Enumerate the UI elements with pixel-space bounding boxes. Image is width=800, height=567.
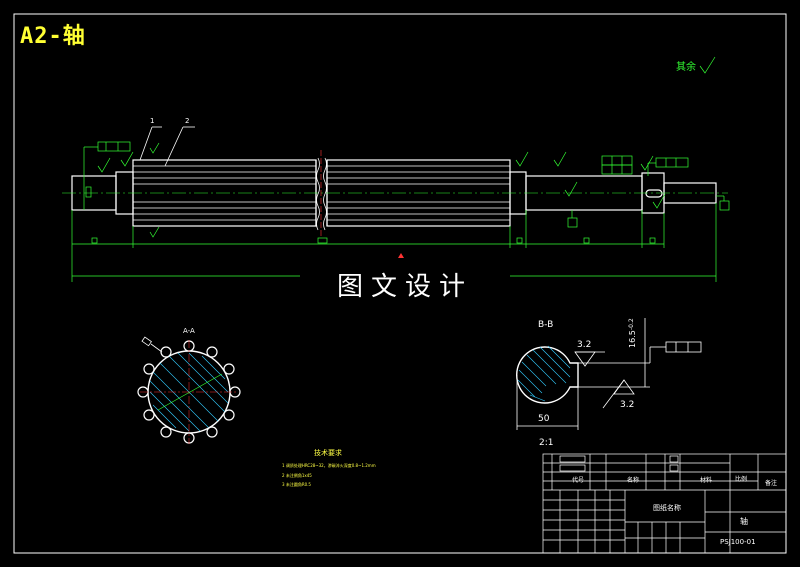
balloon-leaders	[139, 126, 195, 167]
dim-depth: 16.5	[628, 330, 637, 348]
requirement-3: 3 未注圆角R0.5	[282, 482, 311, 487]
tb-scale-label: 比例	[735, 476, 748, 483]
sheet-title: A2-轴	[20, 24, 86, 49]
requirement-2: 2 未注倒角1x45	[282, 473, 312, 478]
spline-lines	[133, 165, 510, 221]
roughness-value-2: 3.2	[620, 400, 635, 410]
sheet-border	[13, 13, 787, 554]
tb-company: 图纸名称	[653, 504, 681, 512]
requirement-1: 1 调质处理HRC28~32，渗碳淬火深度0.8~1.2mm	[282, 463, 376, 468]
tb-part-name: 轴	[740, 517, 748, 526]
section-a-label: A-A	[183, 327, 195, 335]
dim-tolerance: -0.2	[628, 318, 635, 330]
tb-qty-label: 代号	[572, 477, 585, 484]
tb-drawing-no: PSJ100-01	[720, 538, 756, 546]
shaft-main-view	[71, 157, 717, 231]
view-scale: 2:1	[539, 438, 554, 448]
view-arrow	[398, 253, 404, 258]
balloon-2: 2	[185, 117, 190, 125]
tb-name-label: 名称	[627, 477, 640, 484]
section-b-b	[516, 318, 702, 430]
tb-material-label: 材料	[700, 477, 713, 484]
watermark: 图文设计	[300, 266, 510, 303]
tb-note-label: 备注	[765, 480, 778, 487]
dimension-lines	[71, 56, 730, 282]
section-b-label: B-B	[538, 320, 554, 330]
remainder-note: 其余	[676, 62, 696, 73]
balloon-1: 1	[150, 117, 155, 125]
dim-width: 50	[538, 414, 550, 424]
requirements-heading: 技术要求	[314, 449, 342, 457]
roughness-value-1: 3.2	[577, 340, 592, 350]
section-a-a	[137, 336, 241, 444]
title-block-grid	[542, 453, 787, 554]
